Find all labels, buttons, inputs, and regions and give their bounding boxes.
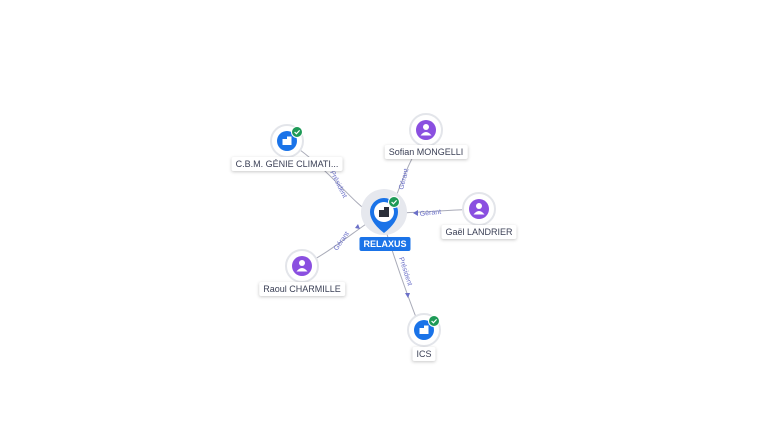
node-cbm[interactable] <box>270 124 304 158</box>
building-icon <box>379 207 389 217</box>
node-ics[interactable] <box>407 313 441 347</box>
check-badge-icon <box>428 315 440 327</box>
node-sofian[interactable] <box>409 113 443 147</box>
node-label-sofian[interactable]: Sofian MONGELLI <box>384 145 468 159</box>
check-badge-icon <box>291 126 303 138</box>
edge-label-sofian: Gérant <box>398 168 410 191</box>
user-icon <box>473 203 485 215</box>
node-gael[interactable] <box>462 192 496 226</box>
node-label-relaxus[interactable]: RELAXUS <box>359 237 411 251</box>
building-icon <box>282 136 292 145</box>
user-icon <box>296 260 308 272</box>
user-icon <box>420 124 432 136</box>
node-raoul[interactable] <box>285 249 319 283</box>
node-label-ics[interactable]: ICS <box>412 347 436 361</box>
node-label-raoul[interactable]: Raoul CHARMILLE <box>259 282 345 296</box>
node-label-gael[interactable]: Gaël LANDRIER <box>441 225 517 239</box>
node-relaxus[interactable] <box>361 189 407 235</box>
edge-label-raoul: Gérant <box>333 231 351 253</box>
edge-label-cbm: Président <box>328 170 348 200</box>
edge-label-gael: Gérant <box>419 209 441 218</box>
node-label-cbm[interactable]: C.B.M. GÉNIE CLIMATI... <box>231 157 343 171</box>
check-badge-icon <box>388 196 400 208</box>
building-icon <box>419 325 429 334</box>
edge-cbm <box>288 141 371 214</box>
